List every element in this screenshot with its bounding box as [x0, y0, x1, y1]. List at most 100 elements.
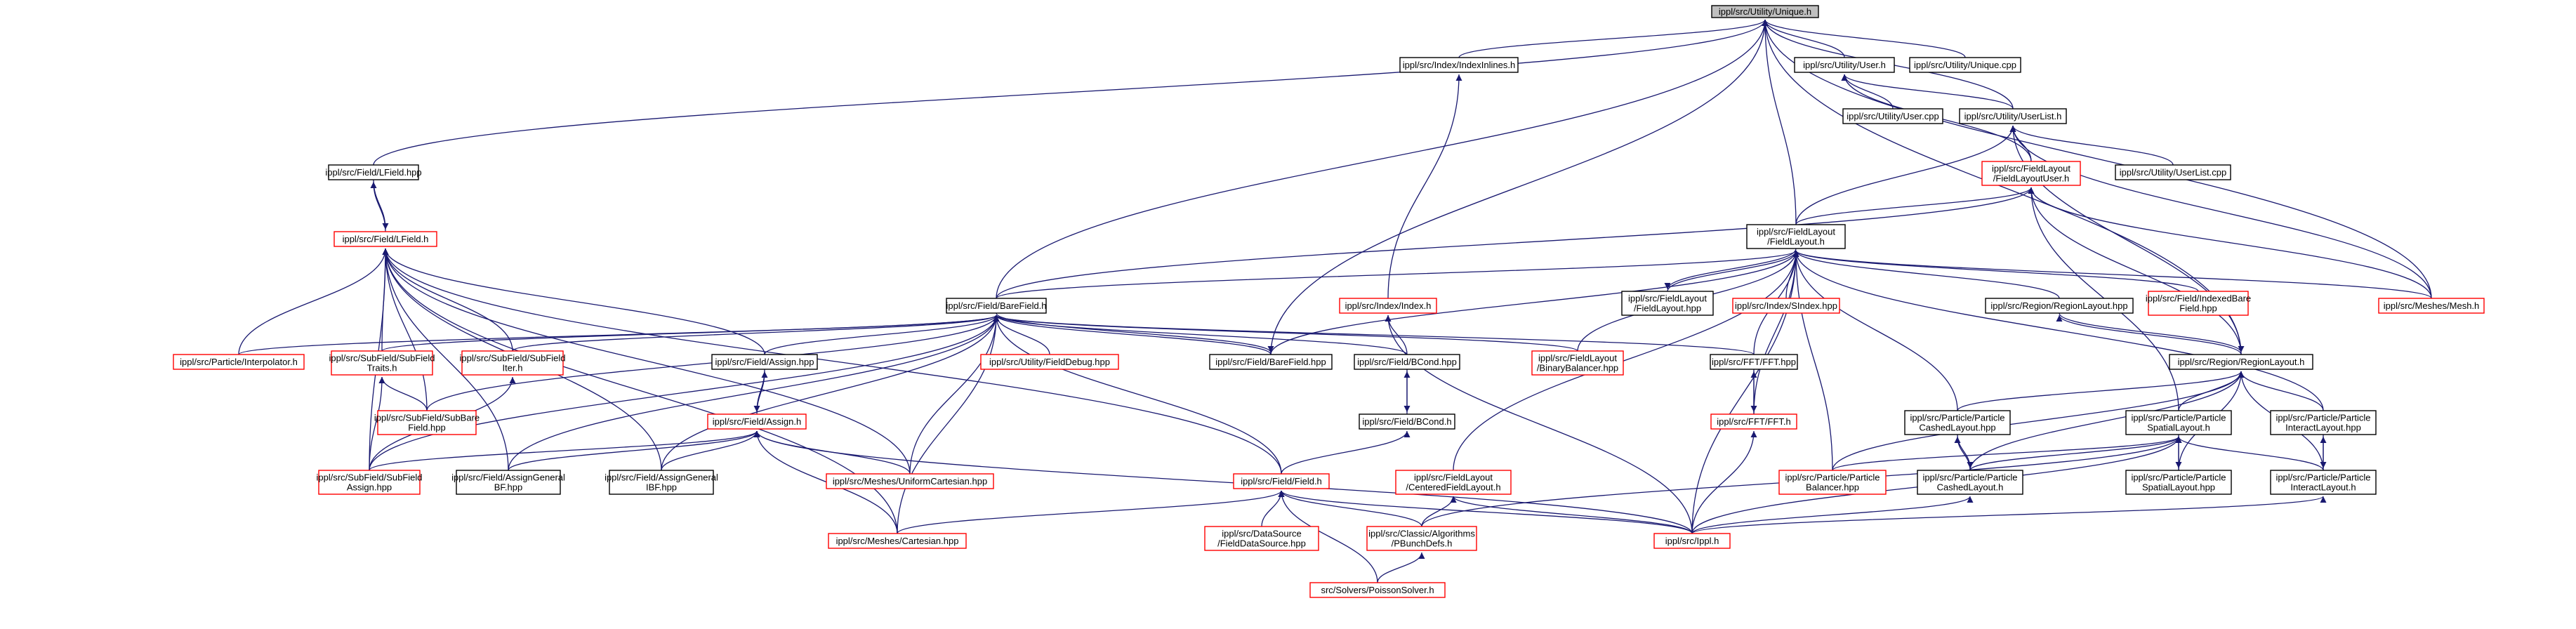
node-regionlayout-hpp[interactable]: ippl/src/Region/RegionLayout.hpp — [1985, 298, 2134, 314]
node-user-cpp[interactable]: ippl/src/Utility/User.cpp — [1842, 108, 1943, 124]
node-box — [1732, 298, 1840, 314]
edge-bcond_hpp-to-barefield_h — [993, 314, 1408, 355]
node-box — [1794, 57, 1895, 73]
edge-ippl_h-to-index_h — [1385, 314, 1693, 534]
node-label: ippl/src/FFT/FFT.hpp — [1712, 357, 1796, 367]
node-fft-hpp[interactable]: ippl/src/FFT/FFT.hpp — [1710, 354, 1798, 370]
edge-regionlayout_h-to-regionlayout_hpp — [2056, 314, 2242, 355]
node-interpolator-h[interactable]: ippl/src/Particle/Interpolator.h — [173, 354, 305, 370]
node-interactlayout-hpp[interactable]: ippl/src/Particle/ParticleInteractLayout… — [2270, 410, 2377, 435]
node-field-h[interactable]: ippl/src/Field/Field.h — [1233, 473, 1330, 489]
edge-ippl_h-to-cashedlayout_h — [1691, 496, 1974, 534]
edge-meshes_mesh_h-to-fieldlayoutuser_h — [2028, 187, 2432, 299]
edge-unique_cpp-to-unique_h — [1762, 19, 1966, 58]
node-label: SpatialLayout.h — [2147, 423, 2210, 433]
node-label: ippl/src/Field/BareField.hpp — [1215, 357, 1326, 367]
node-assign-h[interactable]: ippl/src/Field/Assign.h — [707, 413, 807, 430]
edge-field_h-to-barefield_h — [993, 314, 1282, 475]
node-bcond-h[interactable]: ippl/src/Field/BCond.h — [1359, 413, 1455, 430]
edge-lfield_hpp-to-lfield_h — [373, 179, 389, 230]
node-box — [707, 413, 807, 430]
node-box — [456, 470, 561, 495]
node-cashedlayout-hpp[interactable]: ippl/src/Particle/ParticleCashedLayout.h… — [1904, 410, 2011, 435]
node-fft-h[interactable]: ippl/src/FFT/FFT.h — [1710, 413, 1797, 430]
node-assign-hpp[interactable]: ippl/src/Field/Assign.hpp — [711, 354, 818, 370]
edge-userlist_h-to-user_h — [1841, 74, 2014, 110]
edge-subfieldtraits_h-to-barefield_h — [381, 314, 1000, 352]
node-lfield-h[interactable]: ippl/src/Field/LField.h — [333, 231, 437, 247]
node-fieldlayout-hpp[interactable]: ippl/src/FieldLayout/FieldLayout.hpp — [1621, 291, 1714, 316]
node-label: ippl/src/Utility/User.h — [1803, 60, 1886, 70]
node-fielddebug-hpp[interactable]: ippl/src/Utility/FieldDebug.hpp — [980, 354, 1119, 370]
node-bcond-hpp[interactable]: ippl/src/Field/BCond.hpp — [1354, 354, 1460, 370]
node-meshes-cartesian-hpp[interactable]: ippl/src/Meshes/Cartesian.hpp — [828, 533, 967, 549]
edge-centeredfieldlayout_h-to-fieldlayout_h — [1453, 250, 1799, 471]
node-label: ippl/src/SubField/SubBare — [374, 413, 480, 423]
node-binarybalancer-hpp[interactable]: ippl/src/FieldLayout/BinaryBalancer.hpp — [1531, 350, 1624, 376]
node-label: ippl/src/FieldLayout — [1757, 227, 1835, 237]
node-meshes-mesh-h[interactable]: ippl/src/Meshes/Mesh.h — [2378, 298, 2485, 314]
edge-assigngeneralbf_hpp-to-barefield_h — [508, 314, 1000, 471]
node-box — [2125, 470, 2232, 495]
edge-barefield_h-to-fieldlayout_h — [996, 250, 1799, 299]
edge-ippl_h-to-fft_h — [1691, 430, 1757, 534]
node-sindex-hpp[interactable]: ippl/src/Index/SIndex.hpp — [1732, 298, 1840, 314]
node-box — [711, 354, 818, 370]
node-box — [333, 231, 437, 247]
node-centeredfieldlayout-h[interactable]: ippl/src/FieldLayout/CenteredFieldLayout… — [1395, 470, 1512, 495]
node-box — [826, 473, 994, 489]
edge-ippl_h-to-centeredfieldlayout_h — [1450, 496, 1693, 534]
node-barefield-hpp[interactable]: ippl/src/Field/BareField.hpp — [1209, 354, 1333, 370]
node-unique-cpp[interactable]: ippl/src/Utility/Unique.cpp — [1909, 57, 2021, 73]
node-box — [173, 354, 305, 370]
node-barefield-h[interactable]: ippl/src/Field/BareField.h — [946, 298, 1047, 314]
node-label: /FieldDataSource.hpp — [1217, 538, 1306, 549]
node-box — [1985, 298, 2134, 314]
node-fieldlayoutuser-h[interactable]: ippl/src/FieldLayout/FieldLayoutUser.h — [1981, 161, 2081, 186]
node-unique-h: ippl/src/Utility/Unique.h — [1711, 5, 1819, 18]
node-poissonsolver-h[interactable]: src/Solvers/PoissonSolver.h — [1309, 582, 1446, 598]
node-userlist-cpp[interactable]: ippl/src/Utility/UserList.cpp — [2115, 164, 2231, 180]
edge-poissonsolver_h-to-field_h — [1278, 490, 1378, 583]
node-lfield-hpp[interactable]: ippl/src/Field/LField.hpp — [325, 164, 422, 180]
node-box — [1395, 470, 1512, 495]
node-user-h[interactable]: ippl/src/Utility/User.h — [1794, 57, 1895, 73]
node-label: ippl/src/Meshes/Cartesian.hpp — [836, 536, 959, 546]
edge-fieldlayout_hpp-to-fieldlayout_h — [1667, 250, 1799, 292]
edge-assigngeneralibf_hpp-to-barefield_h — [661, 314, 1000, 471]
node-pbunchdefs-h[interactable]: ippl/src/Classic/Algorithms/PBunchDefs.h — [1366, 526, 1477, 551]
node-fieldlayout-h[interactable]: ippl/src/FieldLayout/FieldLayout.h — [1746, 224, 1846, 249]
node-index-h[interactable]: ippl/src/Index/Index.h — [1339, 298, 1437, 314]
node-label: ippl/src/FieldLayout — [1538, 353, 1617, 364]
node-ippl-h[interactable]: ippl/src/Ippl.h — [1653, 533, 1731, 549]
node-regionlayout-h[interactable]: ippl/src/Region/RegionLayout.h — [2169, 354, 2313, 370]
edge-fieldlayout_h-to-fieldlayout_hpp — [1664, 248, 1797, 290]
node-label: ippl/src/Meshes/UniformCartesian.hpp — [833, 476, 987, 486]
node-uniformcartesian-hpp[interactable]: ippl/src/Meshes/UniformCartesian.hpp — [826, 473, 994, 489]
node-box — [1710, 413, 1797, 430]
node-interactlayout-h[interactable]: ippl/src/Particle/ParticleInteractLayout… — [2270, 470, 2377, 495]
node-label: ippl/src/Field/BareField.h — [946, 300, 1046, 311]
node-userlist-h[interactable]: ippl/src/Utility/UserList.h — [1959, 108, 2067, 124]
node-index-inlines-h[interactable]: ippl/src/Index/IndexInlines.h — [1399, 57, 1519, 73]
node-spatiallayout-h[interactable]: ippl/src/Particle/ParticleSpatialLayout.… — [2125, 410, 2232, 435]
node-spatiallayout-hpp[interactable]: ippl/src/Particle/ParticleSpatialLayout.… — [2125, 470, 2232, 495]
node-label: Field.hpp — [408, 423, 445, 433]
node-label: /FieldLayout.h — [1767, 237, 1825, 247]
edge-barefield_hpp-to-barefield_h — [993, 314, 1272, 355]
node-fielddatasource-hpp[interactable]: ippl/src/DataSource/FieldDataSource.hpp — [1204, 526, 1319, 551]
node-label: Field.hpp — [2179, 303, 2217, 314]
edge-particlebalancer_hpp-to-fieldlayout_h — [1792, 250, 1833, 471]
node-label: ippl/src/Field/Assign.h — [713, 416, 801, 427]
node-label: CashedLayout.hpp — [1919, 423, 1995, 433]
edge-assigngeneralibf_hpp-to-assign_h — [661, 430, 760, 471]
